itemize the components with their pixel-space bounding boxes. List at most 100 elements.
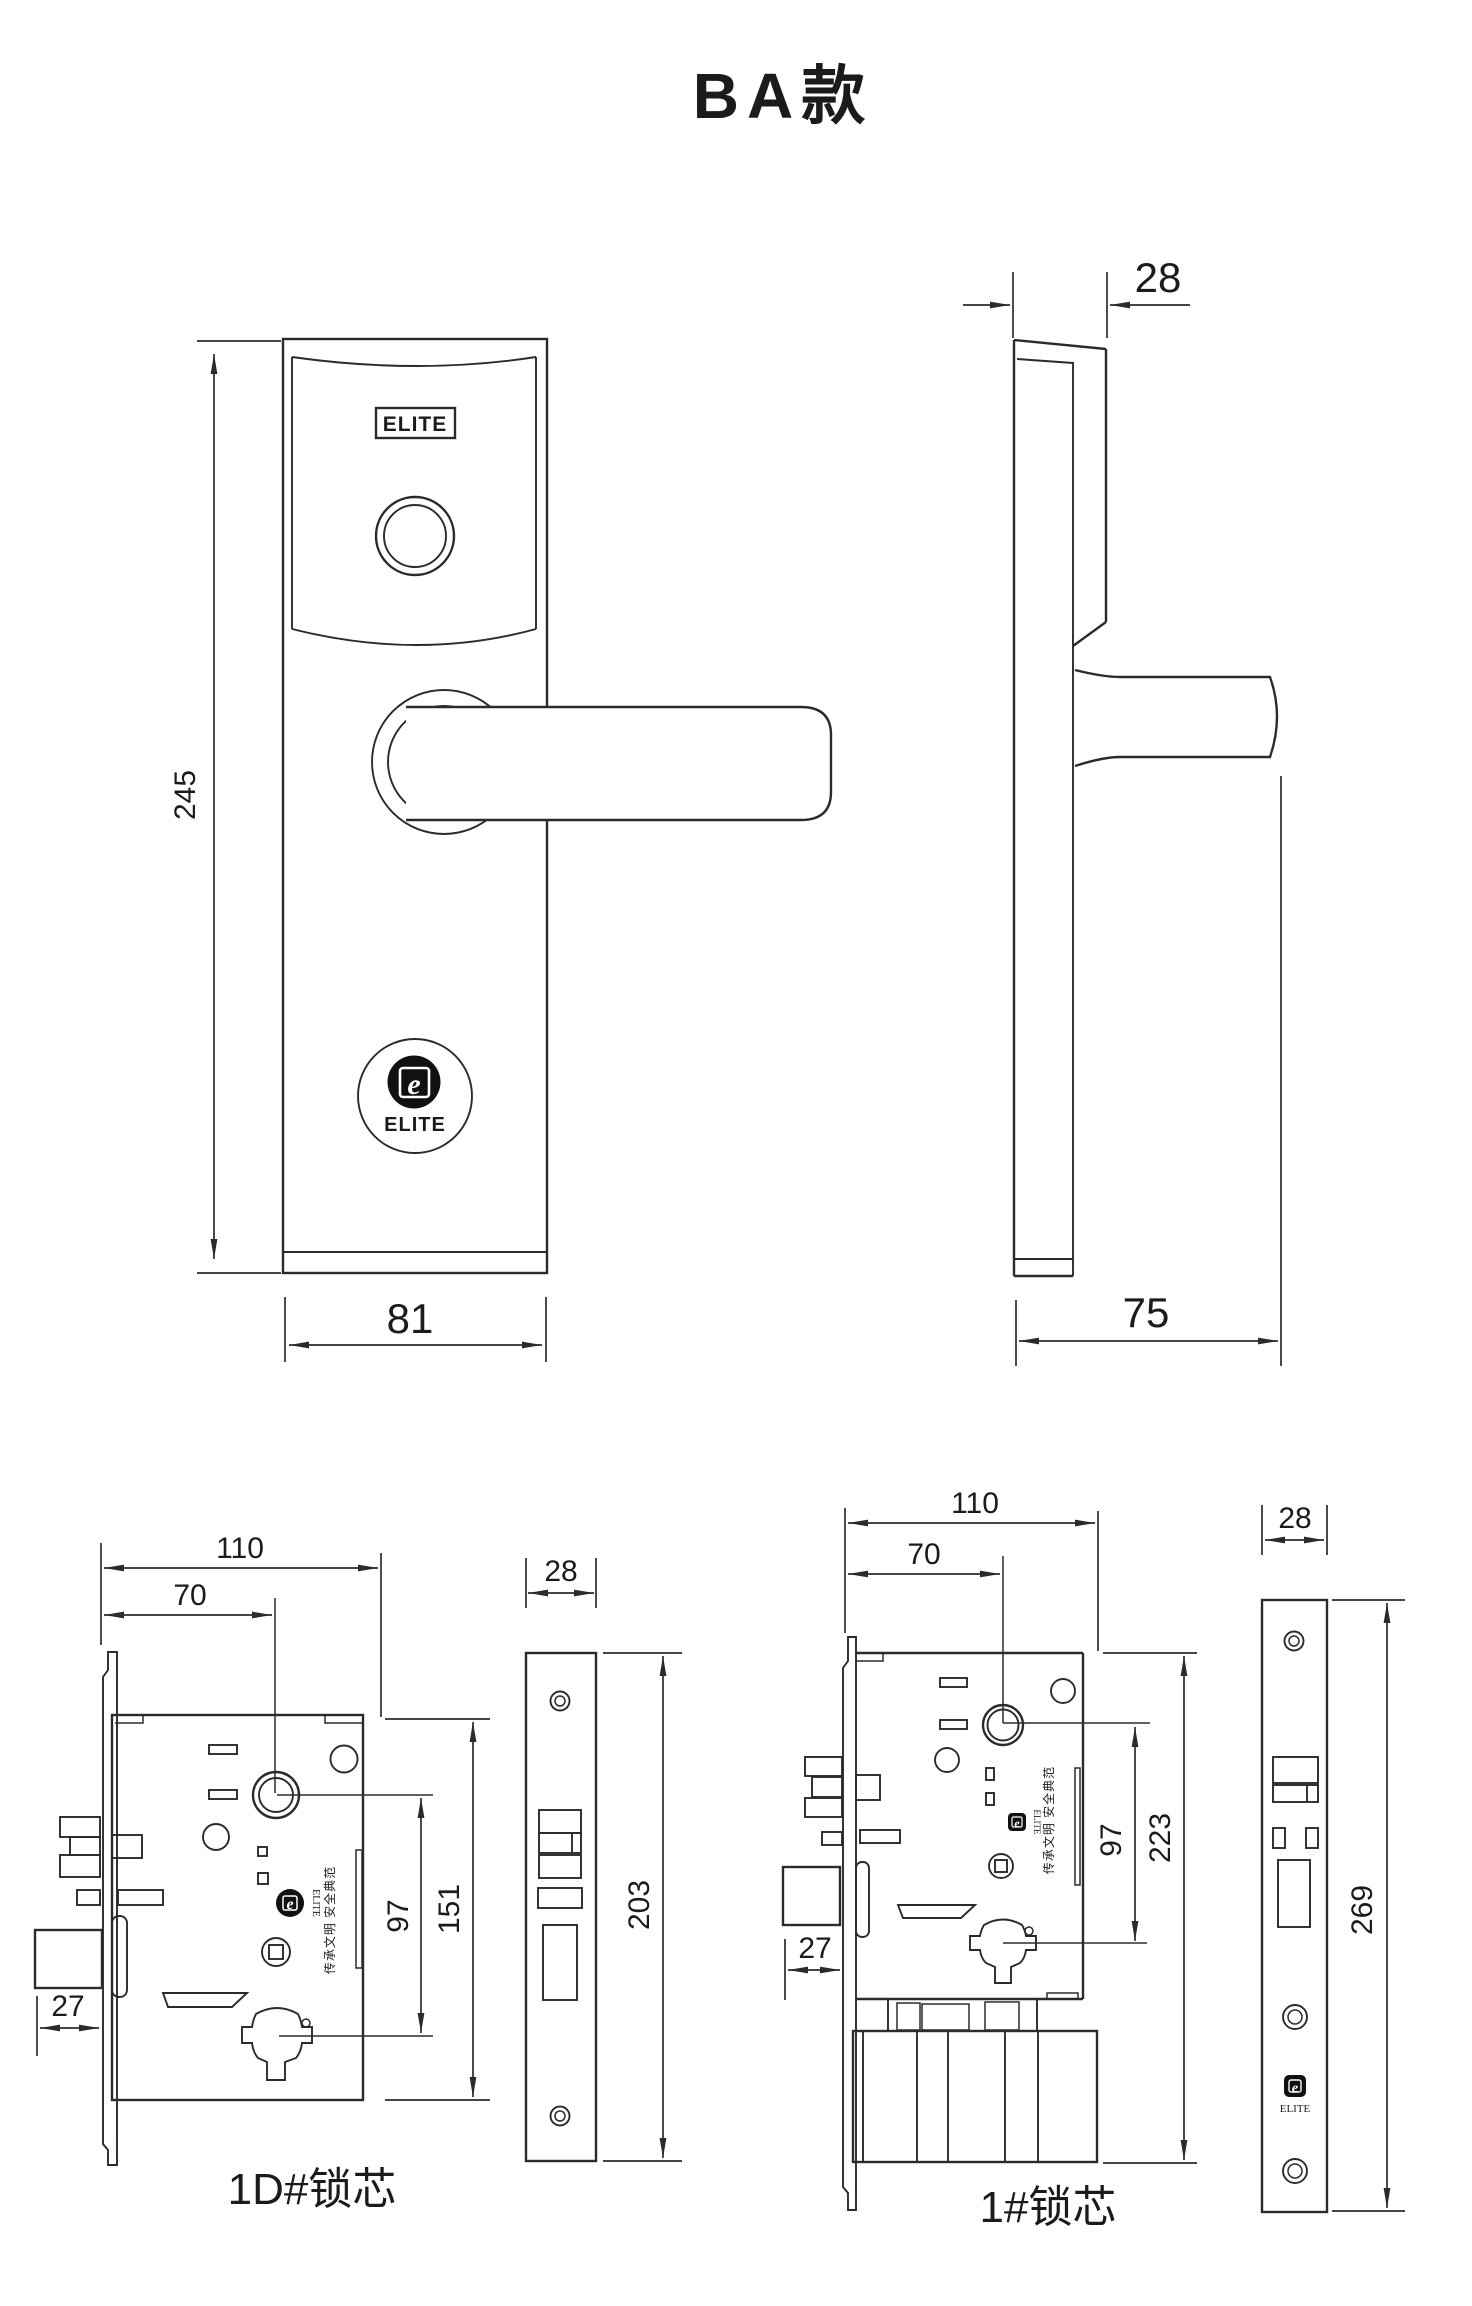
plate-inner-slant — [1016, 358, 1074, 364]
case-brand-text: ELITE — [310, 1889, 321, 1917]
latch-bolt-bottom — [59, 1854, 101, 1878]
screw-hole-inner — [554, 1695, 566, 1707]
side-slot — [355, 1849, 363, 1969]
latch-tail — [855, 1774, 881, 1801]
plate-logo-e: e — [1292, 2081, 1298, 2096]
top-cover-arc — [291, 356, 537, 367]
stop-lever — [896, 1904, 978, 1919]
lock-body-1d: e ELITE 传承文明 安全典范 110 70 97 151 — [33, 1532, 490, 2214]
front-view: ELITE e ELITE 245 81 — [169, 337, 833, 1362]
screw-hole-inner — [1287, 2163, 1303, 2179]
case-square-hole — [985, 1767, 995, 1781]
faceplate-edge-strip — [842, 1636, 857, 2211]
latch-bolt-top — [804, 1756, 843, 1777]
fixing-hole — [329, 1744, 359, 1774]
case-notch — [1046, 1992, 1079, 2000]
lever-handle-fill — [406, 707, 831, 820]
deadbolt — [33, 1928, 104, 1990]
latch-cutout-bottom — [538, 1854, 582, 1879]
faceplate-outline — [1260, 1598, 1329, 2214]
plate-logo-square — [1288, 2079, 1302, 2093]
dim-28: 28 — [544, 1555, 577, 1588]
latch-cutout-mid — [1272, 1784, 1319, 1803]
cylinder-pin — [1024, 1926, 1034, 1936]
latch-bolt-mid — [811, 1776, 843, 1798]
card-knob-outer — [374, 495, 456, 577]
plate-top-slant — [1013, 338, 1107, 351]
brand-label-box — [374, 406, 457, 440]
caption-1: 1#锁芯 — [980, 2183, 1117, 2232]
case-square-hole — [257, 1846, 268, 1857]
case-logo-square — [282, 1895, 298, 1911]
lock-body-1: e ELITE 传承文明 安全典范 110 — [781, 1487, 1197, 2232]
dim-110: 110 — [951, 1487, 999, 1520]
faceplate-outline — [524, 1651, 598, 2163]
deadbolt-tail — [111, 1915, 128, 1998]
dim-245: 245 — [169, 770, 202, 820]
case-slogan: 传承文明 安全典范 — [322, 1866, 337, 1974]
follower-circle — [988, 1853, 1014, 1879]
badge-brand-text: ELITE — [384, 1114, 446, 1136]
dim-28: 28 — [1135, 254, 1182, 301]
lever-handle — [406, 705, 833, 822]
dim-27: 27 — [51, 1990, 84, 2023]
tappet — [921, 2003, 970, 2031]
badge-logo-e: e — [407, 1068, 420, 1101]
screw-hole-inner — [1288, 1635, 1300, 1647]
screw-hole — [1282, 2158, 1308, 2184]
case-slot — [939, 1677, 968, 1688]
case-brand-text: ELITE — [1032, 1810, 1042, 1835]
plate-brand-text: ELITE — [1280, 2103, 1311, 2115]
brand-label-text: ELITE — [383, 413, 448, 436]
deadbolt-tail — [855, 1861, 870, 1938]
screw-hole — [549, 2105, 571, 2127]
latch-cutout-mid — [538, 1832, 582, 1854]
dim-70: 70 — [907, 1538, 940, 1571]
case-square-hole — [985, 1792, 995, 1806]
latch-tail — [111, 1834, 143, 1859]
lock-case-outline — [110, 1713, 365, 2102]
cover-taper — [1072, 621, 1107, 647]
dim-70: 70 — [173, 1579, 206, 1612]
dim-223: 223 — [1144, 1813, 1177, 1863]
case-slot — [208, 1789, 238, 1800]
lever-pack — [851, 2029, 1099, 2164]
faceplate-269: e ELITE 28 269 — [1260, 1502, 1405, 2214]
cylinder-profile — [241, 2007, 313, 2081]
aux-cutout — [537, 1887, 583, 1909]
screw-hole-inner — [1287, 2009, 1303, 2025]
dim-28: 28 — [1278, 1502, 1311, 1535]
aux-cutout — [1272, 1827, 1286, 1849]
fixing-hole — [934, 1747, 960, 1773]
aux-bolt — [76, 1889, 101, 1906]
case-step-left — [856, 1653, 884, 1662]
faceplate-edge-strip — [102, 1651, 118, 2166]
badge-circle — [357, 1038, 473, 1154]
dim-269: 269 — [1346, 1885, 1379, 1935]
follower-square — [268, 1944, 284, 1960]
case-square-hole — [257, 1872, 269, 1885]
aux-cutout — [1305, 1827, 1319, 1849]
follower-square — [994, 1859, 1008, 1873]
follower-circle — [261, 1937, 291, 1967]
tappet — [896, 2002, 921, 2031]
screw-hole-inner — [554, 2110, 566, 2122]
aux-bolt — [821, 1831, 843, 1846]
latch-cutout-top — [538, 1809, 582, 1834]
latch-bolt-bottom — [804, 1797, 843, 1818]
dim-97: 97 — [382, 1899, 415, 1932]
fixing-hole — [1050, 1678, 1076, 1704]
dim-110: 110 — [216, 1532, 264, 1565]
page-title: BA款 — [693, 60, 873, 132]
dim-27: 27 — [798, 1932, 831, 1965]
tappet — [984, 2001, 1020, 2031]
dim-81: 81 — [387, 1295, 434, 1342]
deadbolt-cutout — [542, 1924, 578, 2001]
caption-1d: 1D#锁芯 — [228, 2165, 397, 2214]
side-view: 28 75 — [963, 254, 1282, 1366]
latch-bolt-top — [59, 1816, 101, 1838]
deadbolt-cutout — [1277, 1859, 1311, 1928]
card-knob-inner — [383, 504, 447, 568]
